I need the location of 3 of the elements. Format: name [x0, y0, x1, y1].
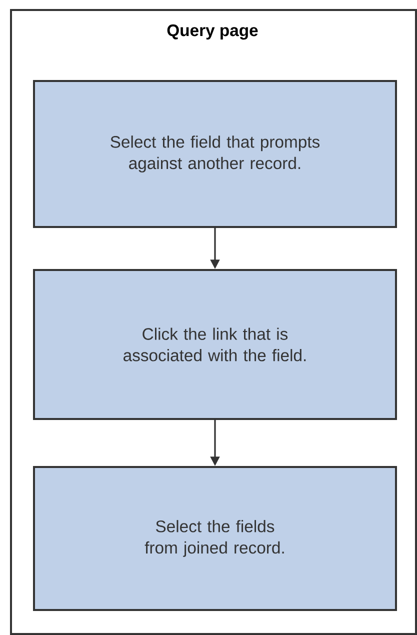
process-box: Select the field that prompts against another record. — [33, 80, 397, 228]
process-box: Select the fields from joined record. — [33, 466, 397, 611]
process-box: Click the link that is associated with the field. — [33, 269, 397, 420]
